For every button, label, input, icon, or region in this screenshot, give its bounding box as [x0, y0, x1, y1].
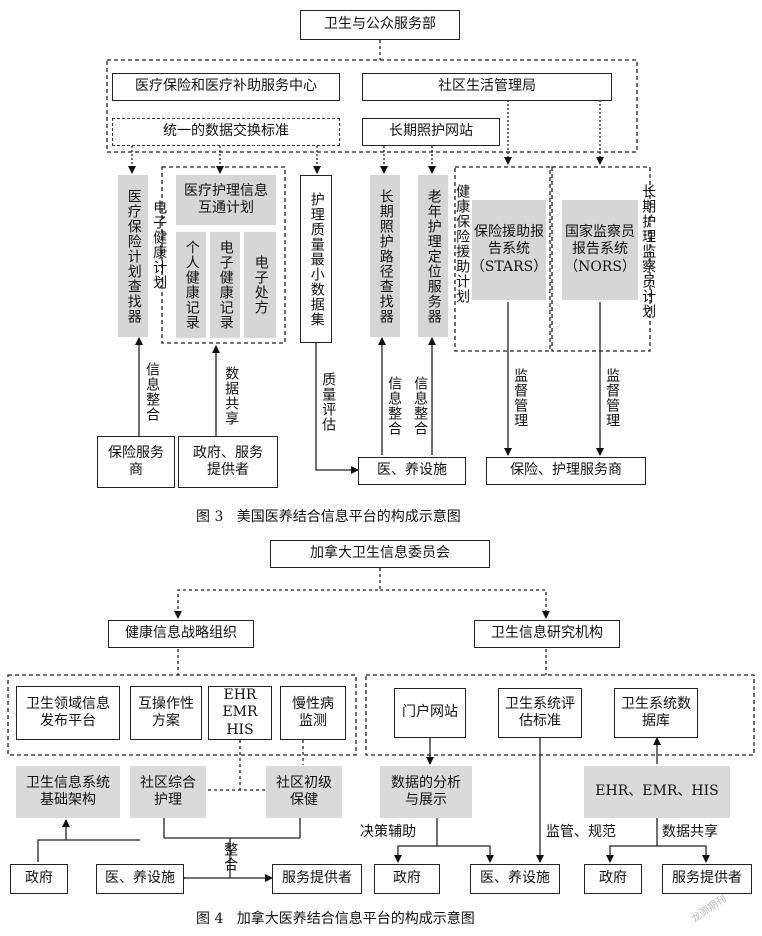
community-bureau-box: 社区生活管理局 — [362, 73, 612, 101]
chronic-monitor-box: 慢性病监测 — [280, 686, 346, 740]
data-standard-box: 统一的数据交换标准 — [112, 118, 340, 146]
emr-box: 电子健康记录 — [210, 232, 240, 338]
medicaid-center-box: 医疗保险和医疗补助服务中心 — [112, 73, 340, 101]
medicare-finder-box: 医疗保险计划查找器 — [118, 175, 148, 337]
figure-3-caption: 图 3 美国医养结合信息平台的构成示意图 — [196, 509, 461, 525]
infra-box: 卫生信息系统基础架构 — [16, 766, 120, 818]
insurer-box: 保险服务商 — [97, 436, 175, 488]
ehr-emr-his-bar: EHR、EMR、HIS — [584, 766, 730, 818]
care-info-plan-box: 医疗护理信息互通计划 — [176, 175, 276, 225]
cihi-council-box: 加拿大卫生信息委员会 — [270, 540, 490, 568]
elder-locator-box: 老年护理定位服务器 — [418, 175, 448, 337]
quality-eval-label: 质量评估 — [320, 372, 337, 432]
facility-box: 医、养设施 — [358, 457, 466, 485]
info-integration-label-2: 信息整合 — [386, 376, 403, 436]
gov-box-2: 政府 — [374, 864, 440, 894]
gov-provider-box: 政府、服务提供者 — [178, 436, 278, 488]
eprescription-box: 电子处方 — [244, 232, 276, 338]
provider-box-1: 服务提供者 — [272, 864, 362, 894]
gov-box-1: 政府 — [10, 864, 68, 894]
ehr-emr-his-box: EHR EMR HIS — [208, 686, 272, 740]
data-sharing-label-4: 数据共享 — [662, 824, 718, 840]
info-integration-label: 信息整合 — [144, 362, 161, 422]
research-inst-box: 卫生信息研究机构 — [474, 620, 620, 648]
ltc-path-finder-box: 长期照护路径查找器 — [370, 175, 400, 337]
hhs-box: 卫生与公众服务部 — [300, 10, 460, 40]
interop-box: 互操作性方案 — [130, 686, 202, 740]
database-box: 卫生系统数据库 — [614, 688, 698, 738]
supervise-label: 监管、规范 — [546, 824, 616, 840]
health-assist-plan-label: 健康保险援助计划 — [454, 184, 471, 304]
mds-box: 护理质量最小数据集 — [300, 175, 332, 343]
portal-box: 门户网站 — [394, 688, 466, 738]
nors-box: 国家监察员报告系统（NORS） — [562, 200, 638, 300]
data-sharing-label: 数据共享 — [223, 366, 240, 426]
decision-support-label: 决策辅助 — [360, 824, 416, 840]
figure-4-caption: 图 4 加拿大医养结合信息平台的构成示意图 — [196, 911, 475, 927]
strategy-org-box: 健康信息战略组织 — [108, 620, 254, 648]
provider-box-3: 服务提供者 — [662, 864, 752, 894]
integrate-label: 整合 — [222, 842, 239, 872]
stars-box: 保险援助报告系统（STARS） — [471, 200, 547, 300]
phr-box: 个人健康记录 — [176, 232, 206, 338]
info-integration-label-3: 信息整合 — [412, 376, 429, 436]
facility-box-1: 医、养设施 — [96, 864, 184, 894]
analysis-box: 数据的分析与展示 — [380, 766, 472, 818]
community-care-box: 社区综合护理 — [130, 766, 206, 818]
publish-platform-box: 卫生领域信息发布平台 — [16, 686, 120, 740]
insure-care-provider-box: 保险、护理服务商 — [486, 457, 646, 485]
ltc-website-box: 长期照护网站 — [362, 118, 500, 146]
gov-box-3: 政府 — [584, 864, 642, 894]
ltc-ombudsman-plan-label: 长期护理监察员计划 — [640, 184, 657, 319]
supervision-label-2: 监督管理 — [604, 368, 621, 428]
ehealth-plan-label: 电子健康计划 — [151, 200, 168, 290]
eval-standard-box: 卫生系统评估标准 — [498, 688, 582, 738]
supervision-label-1: 监督管理 — [512, 368, 529, 428]
primary-care-box: 社区初级保健 — [266, 766, 342, 818]
facility-box-2: 医、养设施 — [470, 864, 560, 894]
